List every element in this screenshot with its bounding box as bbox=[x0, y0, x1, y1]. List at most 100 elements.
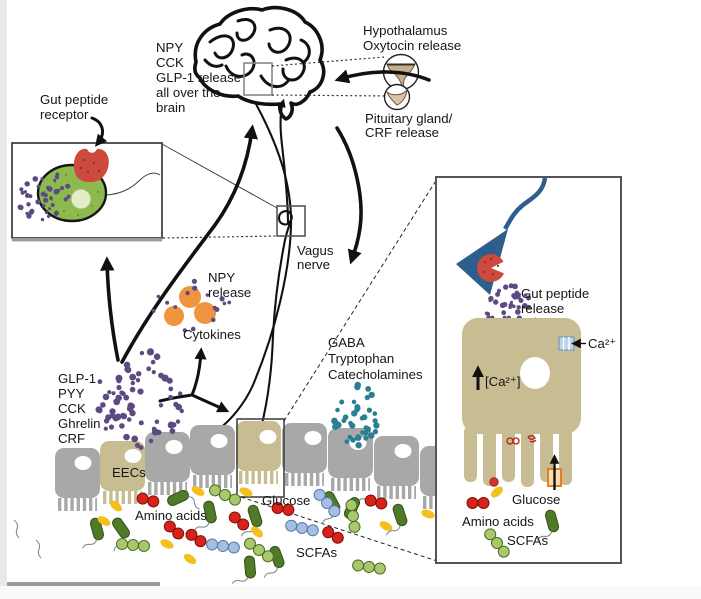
vagus-label: Vagus bbox=[297, 243, 334, 258]
scfa-icon bbox=[352, 559, 386, 575]
lipid-icon bbox=[239, 487, 253, 497]
gut-peptide-dots-main bbox=[95, 348, 184, 450]
gut-lumen-content bbox=[13, 484, 435, 584]
gut-peptide-list: CRF bbox=[58, 431, 85, 446]
epithelial-cell bbox=[282, 423, 327, 486]
vagus-fiber-1 bbox=[218, 102, 293, 430]
transporter-glyphs bbox=[506, 435, 537, 445]
epithelial-cell bbox=[374, 436, 419, 499]
receptor-label: receptor bbox=[40, 107, 89, 122]
gut-peptide-dots-inset bbox=[17, 172, 71, 222]
amino-acid-icon bbox=[364, 494, 388, 510]
npy-release-label: release bbox=[208, 285, 251, 300]
pituitary-label: Pituitary gland/ bbox=[365, 111, 453, 126]
pituitary-label: CRF release bbox=[365, 125, 439, 140]
eec-cell bbox=[100, 441, 145, 504]
arrow-peptides-branch bbox=[158, 393, 194, 403]
pituitary-gland bbox=[385, 88, 408, 106]
afferent-fiber-line bbox=[105, 172, 161, 196]
arrow-to-cytokines bbox=[190, 347, 207, 397]
scfa-icon bbox=[484, 528, 510, 558]
bacterium-icon bbox=[537, 509, 560, 541]
neurotransmitters-label: GABA bbox=[328, 335, 365, 350]
bacterium-icon bbox=[82, 517, 105, 549]
cell-nucleus bbox=[520, 357, 550, 389]
eecs-label: EECs bbox=[112, 465, 146, 480]
brain-release-label: all over the bbox=[156, 85, 221, 100]
eec-detail-inset bbox=[435, 176, 622, 564]
labels: NPY CCK GLP-1 release all over the brain… bbox=[40, 23, 616, 560]
flagellum-icon bbox=[13, 519, 20, 539]
inset-amino-acids-label: Amino acids bbox=[462, 514, 534, 529]
arrow-pituitary-to-gut bbox=[335, 126, 363, 265]
callout-line-inset-bottom bbox=[162, 235, 278, 239]
lipid-icon bbox=[251, 526, 263, 538]
inset-glucose-label: Glucose bbox=[512, 492, 560, 507]
scfa-icon bbox=[116, 538, 150, 552]
arrow-peptides-to-receptor-inset bbox=[100, 256, 120, 362]
brain-release-label: brain bbox=[156, 100, 185, 115]
callout-line-eec-inset-top bbox=[283, 178, 438, 422]
gut-peptide-release-label: release bbox=[521, 301, 564, 316]
amino-acid-icon bbox=[136, 492, 160, 508]
amino-acid-icon bbox=[322, 526, 344, 544]
brain-release-label: CCK bbox=[156, 55, 184, 70]
page-bottom-edge bbox=[0, 586, 701, 599]
bacterium-icon bbox=[194, 500, 217, 531]
glucose-icon bbox=[313, 488, 341, 518]
amino-acid-icon bbox=[163, 520, 185, 540]
gut-peptide-list: Ghrelin bbox=[58, 416, 101, 431]
lipid-icon bbox=[110, 500, 122, 512]
brain-callout-box bbox=[243, 62, 273, 96]
lipid-icon bbox=[191, 486, 205, 496]
page-left-edge bbox=[0, 0, 7, 599]
vagus-fiber-2 bbox=[259, 98, 293, 430]
epithelial-cell bbox=[190, 425, 235, 488]
glucose-icon bbox=[206, 538, 240, 554]
vagus-nerve bbox=[213, 98, 306, 436]
amino-acid-icon bbox=[466, 497, 490, 509]
epithelial-cell bbox=[55, 448, 100, 511]
receptor-stipple bbox=[79, 158, 101, 174]
hypothalamus-label: Hypothalamus bbox=[363, 23, 448, 38]
amino-acid-icon bbox=[185, 528, 207, 548]
epithelial-cell bbox=[145, 432, 190, 495]
cytokines-label: Cytokines bbox=[183, 327, 241, 342]
inset-scfas-label: SCFAs bbox=[507, 533, 548, 548]
scfa-icon bbox=[209, 484, 241, 506]
lipid-icon bbox=[97, 516, 111, 526]
gut-peptide-list: CCK bbox=[58, 401, 86, 416]
lipid-icon bbox=[379, 521, 393, 531]
lipid-icon bbox=[183, 553, 197, 565]
eec-cell bbox=[236, 421, 281, 484]
callout-line-brain-hypothalamus bbox=[271, 56, 386, 67]
receptor-inset bbox=[11, 142, 163, 242]
npy-dots bbox=[151, 278, 232, 333]
eec-callout-box bbox=[236, 418, 285, 498]
cell-nucleus bbox=[70, 188, 92, 210]
scfa-icon bbox=[345, 499, 361, 533]
hypothalamus-pituitary-illustration bbox=[382, 53, 420, 111]
page-corner-line bbox=[7, 582, 160, 586]
receptor-label: Gut peptide bbox=[40, 92, 108, 107]
amino-acid-icon bbox=[271, 502, 295, 516]
calcium-channel-icon bbox=[558, 336, 575, 351]
arrow-receptor-label bbox=[90, 116, 108, 147]
lipid-icon bbox=[160, 539, 174, 549]
gut-peptide-list: PYY bbox=[58, 386, 85, 401]
vagus-label: nerve bbox=[297, 257, 330, 272]
arrow-peptides-to-brain bbox=[120, 124, 258, 364]
brain-gyri bbox=[203, 18, 311, 89]
arrow-to-vagal-endings bbox=[190, 393, 230, 413]
neurotransmitter-dots bbox=[331, 381, 380, 449]
hypothalamus-label: Oxytocin release bbox=[363, 38, 461, 53]
absorbed-nutrient bbox=[489, 477, 499, 487]
gut-peptide-receptor-shape bbox=[73, 148, 109, 183]
receptor-stipple bbox=[482, 257, 500, 276]
bacterium-icon bbox=[386, 503, 408, 536]
gut-peptide-release-label: Gut peptide bbox=[521, 286, 589, 301]
cytokine-cells bbox=[151, 278, 232, 333]
callout-line-brain-pituitary bbox=[271, 94, 392, 97]
amino-acids-label: Amino acids bbox=[135, 508, 207, 523]
